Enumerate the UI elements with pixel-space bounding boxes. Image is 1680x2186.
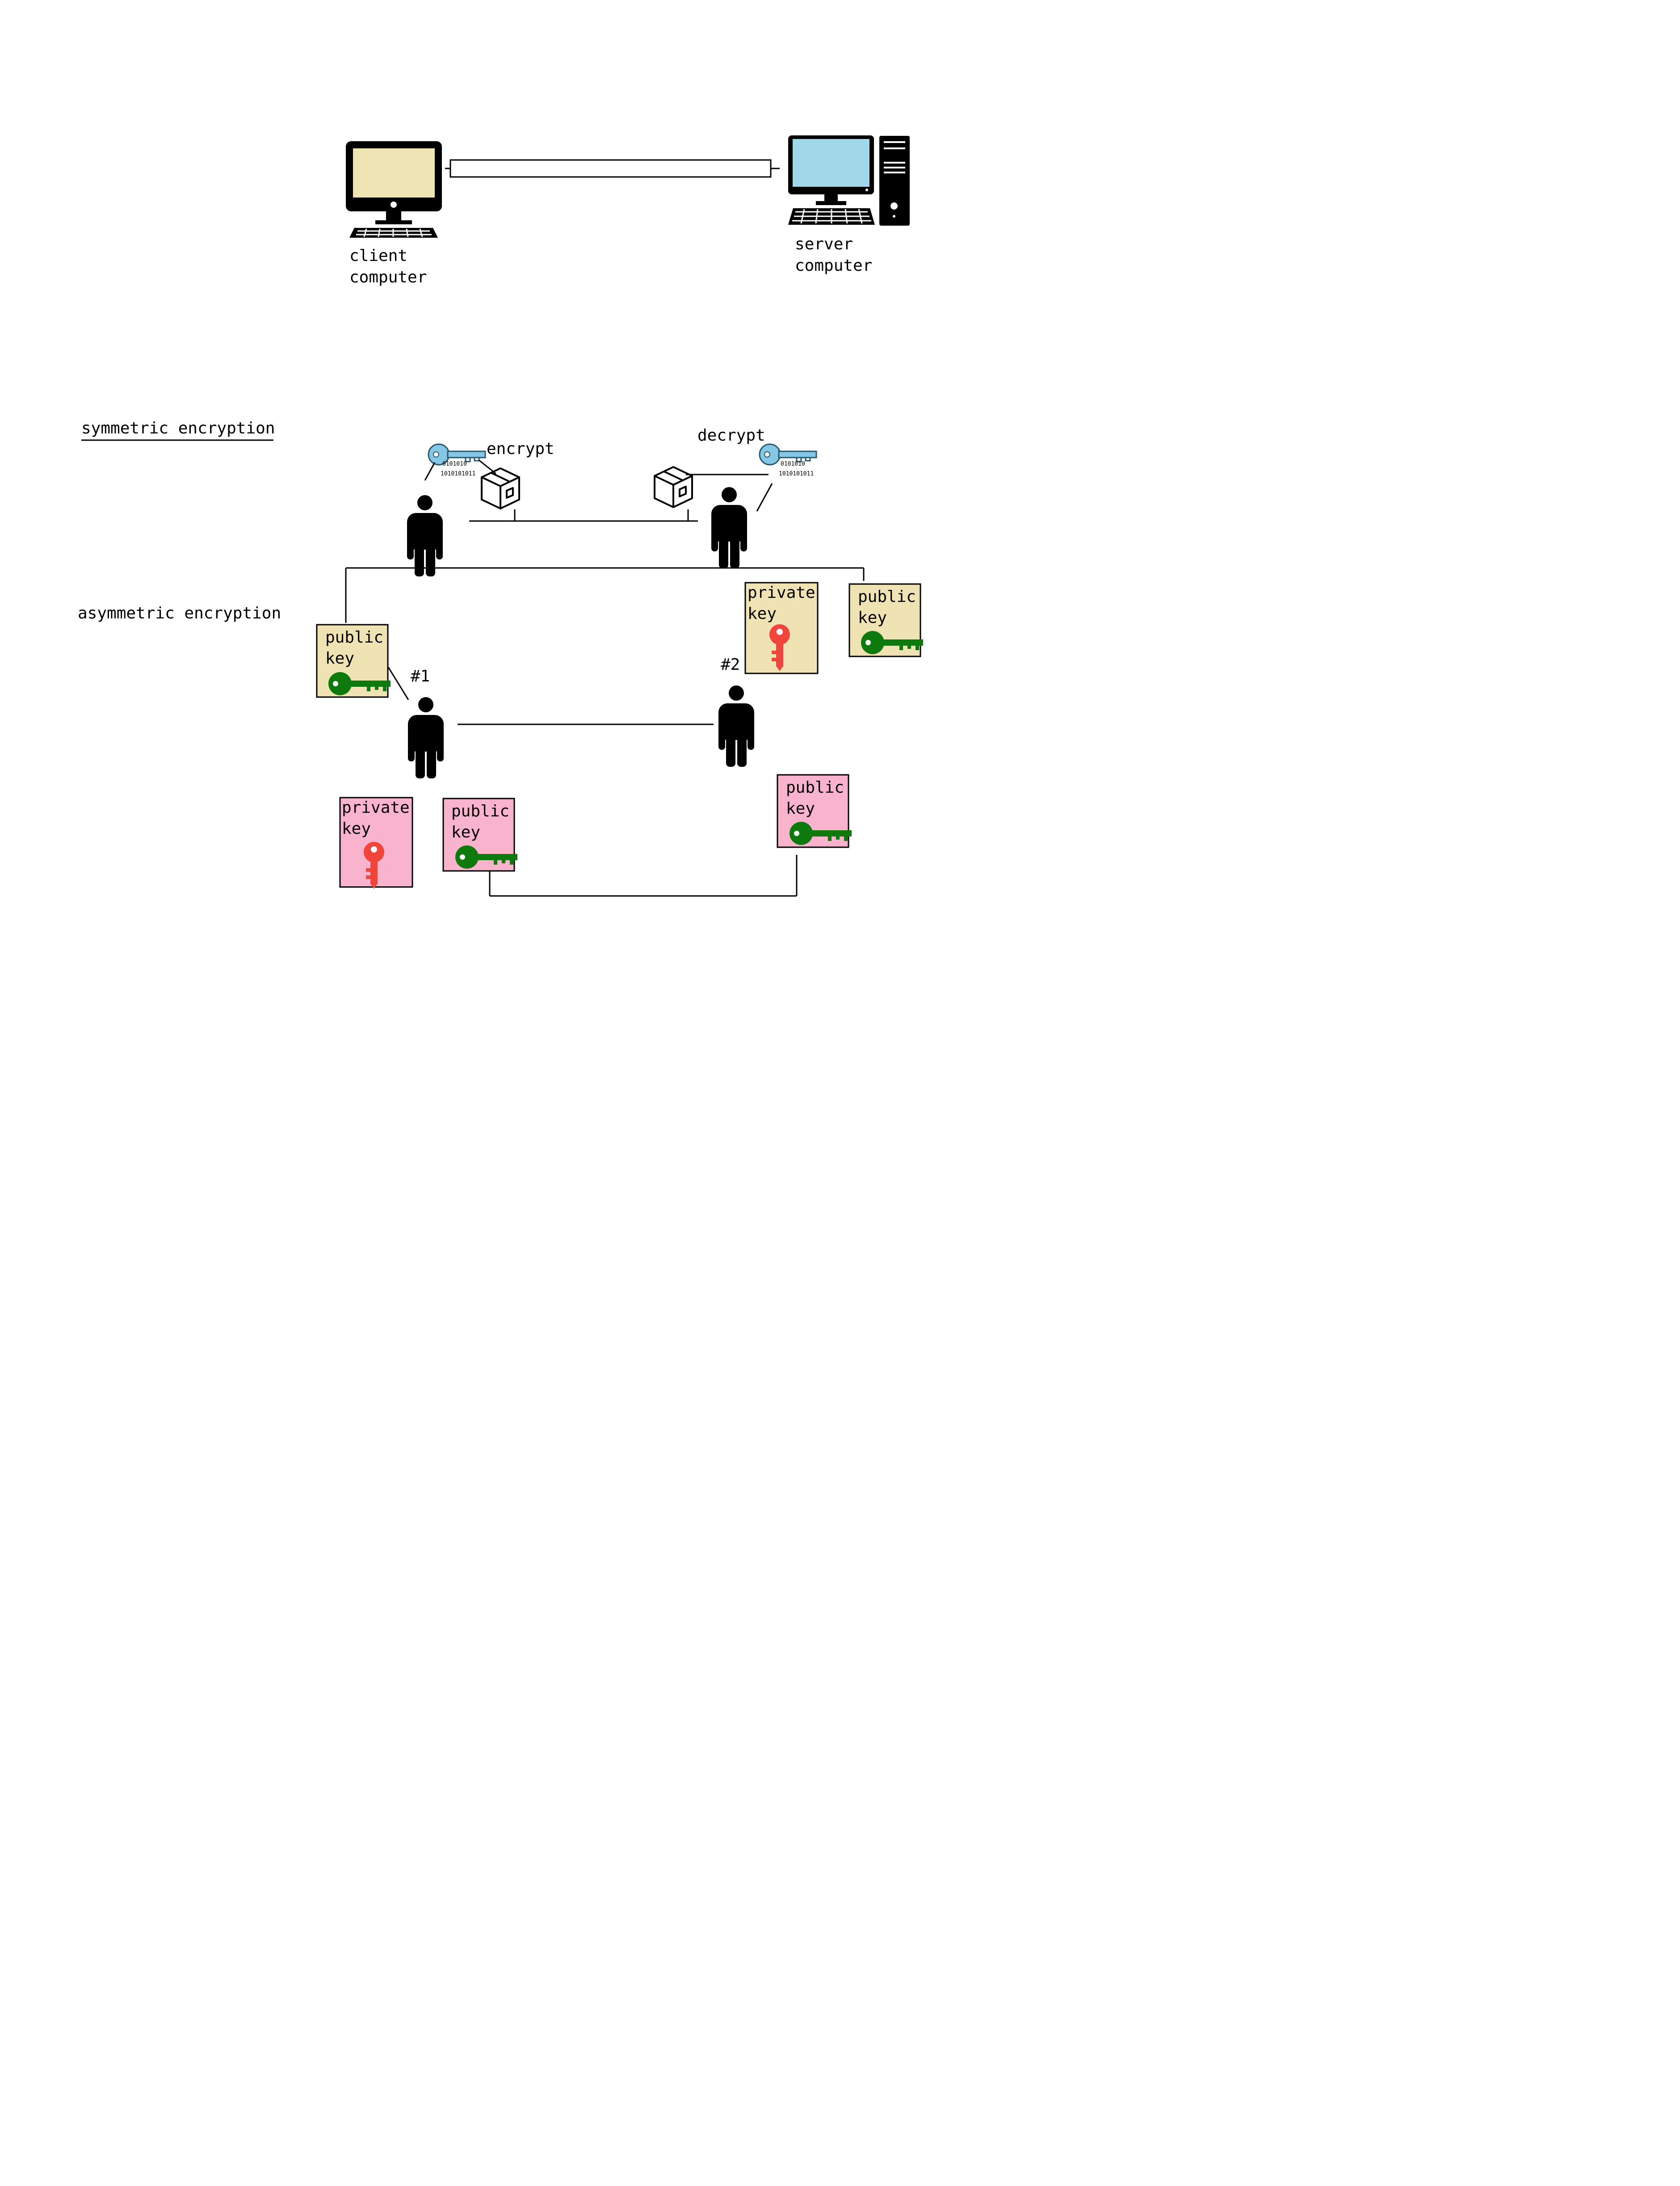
card-key-word: key [451,823,480,841]
client-label-line2: computer [349,268,427,286]
person-2-label: #2 [721,656,740,674]
card-title: public [786,778,844,797]
asymmetric-encryption-title: asymmetric encryption [78,604,281,622]
decrypt-key-bits-bottom: 1010101011 [779,471,814,477]
public-key-card-tan-right: public key [848,583,923,657]
person-1-label: #1 [411,667,430,685]
card-title: public [451,802,509,820]
card-key-word: key [858,609,887,627]
private-key-card-tan: private key [744,582,819,674]
client-computer-icon [346,141,442,238]
decrypt-box-icon [654,466,693,508]
person-1-icon [408,697,444,778]
asymmetric-connectors [345,567,865,897]
symmetric-encryption-title: symmetric encryption [81,419,275,437]
public-key-card-pink-left: public key [442,798,517,872]
symmetric-connectors [424,459,773,522]
card-key-word: key [342,820,371,838]
encrypt-label: encrypt [487,440,554,458]
card-key-word: key [748,605,777,623]
card-title: private [342,799,410,817]
card-key-word: key [786,799,815,818]
card-title: public [858,588,916,606]
connection-cable [445,159,780,178]
card-key-word: key [325,649,354,668]
symmetric-receiver-person-icon [711,487,747,568]
card-title: public [325,628,383,647]
decrypt-label: decrypt [697,426,765,445]
decrypt-key-bits-top: 0101010 [781,461,805,467]
encrypt-box-icon [481,467,520,509]
server-label-line2: computer [795,256,872,275]
private-key-card-pink: private key [339,797,413,889]
encrypt-key-bits-top: 0101010 [442,461,467,467]
public-key-card-tan-left: public key [316,624,391,698]
public-key-card-pink-right: public key [777,774,852,848]
card-title: private [748,584,815,602]
encrypt-key-bits-bottom: 1010101011 [441,471,475,477]
client-label-line1: client [349,247,407,265]
server-computer-icon [788,135,910,226]
server-label-line1: server [795,235,853,253]
symmetric-sender-person-icon [407,495,443,576]
person-2-icon [718,685,754,767]
